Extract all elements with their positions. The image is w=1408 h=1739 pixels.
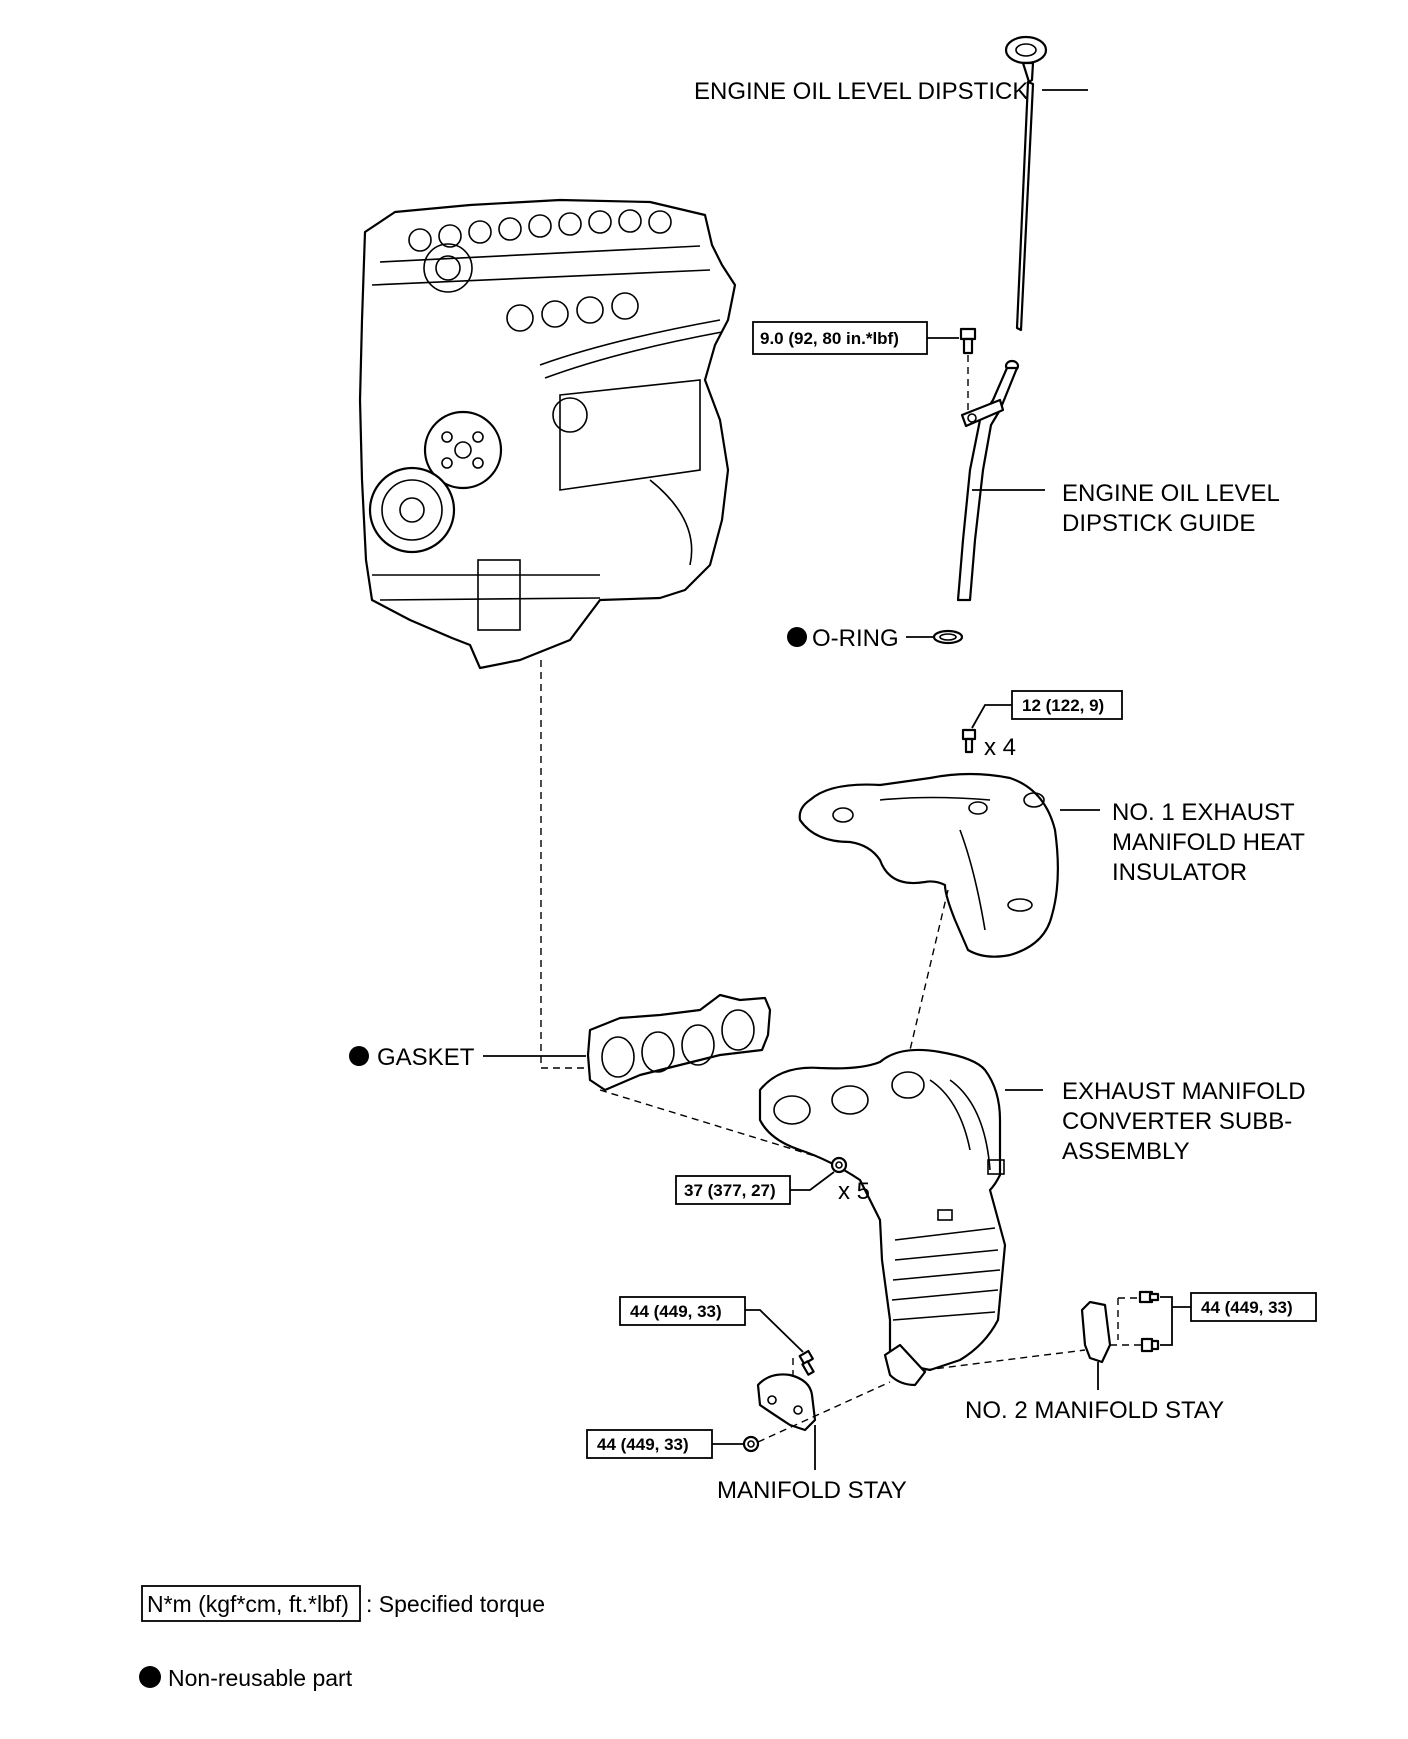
label-converter-2: CONVERTER SUBB- xyxy=(1062,1108,1292,1135)
manifold-nut xyxy=(830,1156,848,1174)
exhaust-manifold-converter-sub-assembly xyxy=(758,1048,1007,1387)
guide-bolt xyxy=(959,327,977,355)
label-insulator-1: NO. 1 EXHAUST xyxy=(1112,799,1295,826)
engine-assembly xyxy=(358,198,737,670)
torque-box-no2-stay-bolts xyxy=(1190,1292,1317,1322)
o-ring xyxy=(932,629,964,645)
label-manifold-stay: MANIFOLD STAY xyxy=(717,1477,907,1504)
manifold-stay xyxy=(756,1373,817,1432)
gasket xyxy=(586,993,772,1092)
label-insulator-3: INSULATOR xyxy=(1112,859,1247,886)
label-insulator-2: MANIFOLD HEAT xyxy=(1112,829,1305,856)
label-dipstick: ENGINE OIL LEVEL DIPSTICK xyxy=(694,78,1028,105)
label-gasket: GASKET xyxy=(377,1044,475,1071)
legend: N*m (kgf*cm, ft.*lbf) : Specified torque… xyxy=(139,1585,545,1691)
label-converter-3: ASSEMBLY xyxy=(1062,1138,1190,1165)
torque-stay-bolt: 44 (449, 33) xyxy=(630,1302,722,1321)
torque-box-stay-nut xyxy=(586,1429,713,1459)
label-dipstick-guide-2: DIPSTICK GUIDE xyxy=(1062,510,1255,537)
qty-insulator-bolt: x 4 xyxy=(984,734,1016,761)
no2-stay-bolt xyxy=(1138,1290,1160,1304)
stay-nut xyxy=(742,1435,760,1453)
label-o-ring: O-RING xyxy=(812,625,899,652)
camshaft-lobes xyxy=(408,209,672,252)
label-dipstick-guide-1: ENGINE OIL LEVEL xyxy=(1062,480,1280,507)
torque-insulator-bolt: 12 (122, 9) xyxy=(1022,696,1104,715)
non-reusable-marker-icon xyxy=(349,1046,369,1066)
no2-stay-nut xyxy=(1140,1337,1160,1353)
label-converter-1: EXHAUST MANIFOLD xyxy=(1062,1078,1306,1105)
label-no2-manifold-stay: NO. 2 MANIFOLD STAY xyxy=(965,1397,1224,1424)
torque-no2-stay-bolts: 44 (449, 33) xyxy=(1201,1298,1293,1317)
stay-bolt xyxy=(798,1349,815,1376)
legend-torque-box xyxy=(141,1585,361,1622)
no2-manifold-stay xyxy=(1080,1300,1112,1364)
torque-box-manifold-nut xyxy=(675,1175,791,1205)
non-reusable-marker-icon xyxy=(787,627,807,647)
no1-exhaust-manifold-heat-insulator xyxy=(798,772,1059,958)
engine-oil-level-dipstick xyxy=(1004,35,1048,332)
qty-manifold-nut: x 5 xyxy=(838,1178,870,1205)
torque-manifold-nut: 37 (377, 27) xyxy=(684,1181,776,1200)
torque-box-guide-bolt xyxy=(752,321,928,355)
insulator-bolt xyxy=(961,728,977,754)
legend-torque-desc: : Specified torque xyxy=(366,1591,545,1617)
torque-box-stay-bolt xyxy=(619,1296,746,1326)
legend-torque-unit: N*m (kgf*cm, ft.*lbf) xyxy=(147,1591,349,1617)
engine-oil-level-dipstick-guide xyxy=(956,359,1020,602)
non-reusable-marker-icon xyxy=(139,1666,161,1688)
legend-nonreusable-desc: Non-reusable part xyxy=(168,1665,353,1691)
torque-guide-bolt: 9.0 (92, 80 in.*lbf) xyxy=(760,329,899,348)
torque-stay-nut: 44 (449, 33) xyxy=(597,1435,689,1454)
torque-box-insulator-bolt xyxy=(1011,690,1123,720)
